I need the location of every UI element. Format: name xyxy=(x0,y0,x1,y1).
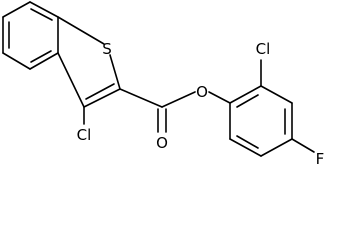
double-bond-inner xyxy=(85,83,115,100)
bond xyxy=(109,54,121,90)
ester-oxygen-label: O xyxy=(196,83,208,101)
bond xyxy=(29,52,59,70)
chlorine-atom-label: Cl xyxy=(77,126,92,144)
bond xyxy=(119,88,163,108)
chlorine-atom-label: Cl xyxy=(256,40,271,58)
bond-c-f xyxy=(291,138,315,153)
double-bond-inner xyxy=(236,135,259,149)
bond xyxy=(29,1,59,18)
fluorine-atom-label: F xyxy=(316,150,325,168)
bond xyxy=(57,52,85,108)
ester-group xyxy=(119,88,231,133)
bond xyxy=(260,85,293,104)
benzo-ring xyxy=(2,1,59,70)
bond xyxy=(57,16,105,45)
sulfur-atom-label: S xyxy=(102,40,112,58)
bond xyxy=(229,138,262,157)
bond xyxy=(229,85,262,104)
phenyl-ring xyxy=(229,85,293,157)
double-bond-inner xyxy=(236,94,259,108)
bond xyxy=(2,52,31,70)
double-bond-inner xyxy=(30,50,52,63)
double-bond-inner xyxy=(30,8,53,21)
molecule-diagram: S Cl O O Cl F xyxy=(2,1,325,168)
bond xyxy=(83,88,121,108)
bond xyxy=(2,1,31,18)
bond xyxy=(260,138,293,157)
carbonyl-oxygen-label: O xyxy=(156,134,168,152)
bond xyxy=(208,91,231,104)
structure-canvas: S Cl O O Cl F xyxy=(2,1,325,168)
bond xyxy=(161,91,196,108)
thiophene-ring xyxy=(57,16,121,108)
